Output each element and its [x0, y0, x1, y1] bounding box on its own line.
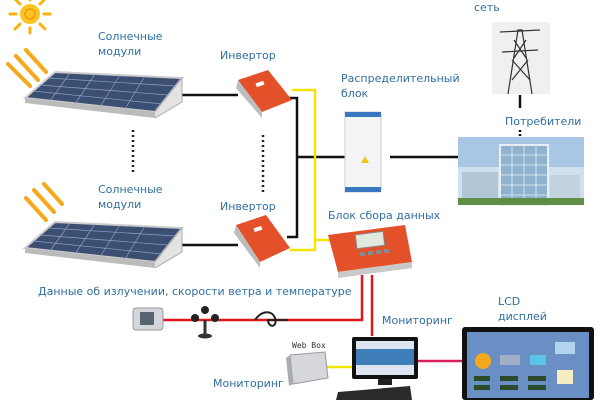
label-line: модули: [98, 45, 142, 58]
monitoring-computer-device: [336, 337, 418, 400]
solar-panel-array-top: [22, 70, 184, 119]
consumers-building-image: [458, 137, 584, 206]
solar-panel-array-bottom: [22, 220, 184, 269]
label-line: дисплей: [498, 310, 547, 323]
label-solar-modules-bottom: Солнечные модули: [98, 182, 163, 212]
label-line: Распределительный: [341, 72, 460, 85]
label-solar-modules-top: Солнечные модули: [98, 29, 163, 59]
line-sensors-to-datalogger: [163, 275, 364, 322]
sensor-lines: [163, 275, 462, 363]
label-line: модули: [98, 198, 142, 211]
lcd-display-device: [462, 327, 594, 400]
label-monitoring-bottom: Мониторинг: [213, 377, 284, 390]
temperature-probe-device: [254, 311, 288, 327]
label-distribution-block: Распределительный блок: [341, 71, 460, 101]
webbox-device: [286, 351, 329, 386]
label-monitoring-pc: Мониторинг: [382, 314, 453, 327]
label-line: LCD: [498, 295, 521, 308]
label-inverter-bottom: Инвертор: [220, 200, 276, 213]
label-line: блок: [341, 87, 369, 100]
line-inverters-data: [290, 88, 317, 252]
sun-icon: [8, 0, 52, 35]
label-data-logger: Блок сбора данных: [328, 209, 441, 222]
power-lines: [180, 93, 522, 247]
label-sensor-data: Данные об излучении, скорости ветра и те…: [38, 285, 352, 298]
inverter-top-device: [236, 70, 292, 118]
inverter-bottom-device: [234, 215, 290, 268]
irradiance-sensor-device: [132, 307, 164, 331]
distribution-cabinet-device: [344, 111, 382, 193]
power-tower-icon: [492, 22, 550, 95]
label-inverter-top: Инвертор: [220, 49, 276, 62]
label-consumers: Потребители: [505, 115, 582, 128]
anemometer-device: [191, 306, 219, 339]
label-lcd-display: LCD дисплей: [498, 294, 547, 324]
label-webbox: Web Box: [292, 341, 326, 350]
label-line: Солнечные: [98, 30, 163, 43]
label-line: Солнечные: [98, 183, 163, 196]
data-lines: [290, 88, 352, 369]
label-grid: сеть: [474, 1, 500, 14]
sunrays-top-icon: [6, 48, 48, 88]
sunrays-bottom-icon: [24, 182, 64, 222]
data-logger-device: [328, 225, 412, 278]
line-inverters-bus: [287, 96, 299, 239]
